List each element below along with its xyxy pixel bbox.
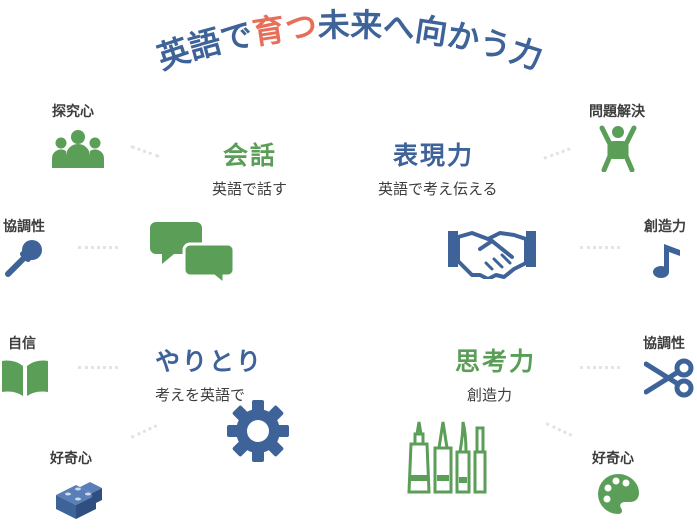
blocks-icon: [56, 482, 102, 519]
heading-thinking: 思考力: [455, 347, 537, 376]
speech-bubbles-icon: [150, 222, 236, 282]
title-part1: 英語で: [152, 15, 256, 77]
left-label-2: 協調性: [3, 219, 45, 235]
left-label-1: 探究心: [52, 104, 94, 120]
connector-dots: [78, 366, 118, 369]
connector-dots: [130, 424, 158, 439]
title-text: 英語で育つ未来へ向かう力: [152, 6, 547, 77]
open-book-icon: [2, 360, 48, 396]
paint-tools-icon: [407, 421, 487, 494]
connector-dots: [78, 246, 118, 249]
palette-icon: [598, 474, 639, 514]
connector-dots: [130, 144, 160, 159]
heading-exchange: やりとり: [155, 347, 264, 376]
left-label-4: 好奇心: [50, 451, 92, 467]
microphone-icon: [5, 240, 42, 277]
people-group-icon: [52, 130, 104, 168]
scissors-icon: [644, 358, 694, 398]
connector-dots: [580, 246, 620, 249]
music-note-icon: [653, 244, 680, 278]
right-label-2: 創造力: [644, 219, 686, 235]
handshake-icon: [448, 231, 536, 279]
sub-thinking: 創造力: [467, 386, 513, 404]
arched-title: 英語で育つ未来へ向かう力: [152, 6, 547, 77]
heading-expression: 表現力: [393, 141, 475, 170]
right-label-3: 協調性: [643, 336, 685, 352]
sub-exchange: 考えを英語で: [155, 386, 246, 404]
title-part2: 未来へ向かう力: [317, 6, 547, 77]
connector-dots: [580, 366, 620, 369]
sub-conversation: 英語で話す: [212, 180, 288, 198]
gear-icon: [227, 400, 289, 462]
sub-expression: 英語で考え伝える: [378, 180, 498, 198]
connector-dots: [543, 147, 571, 160]
right-label-4: 好奇心: [592, 451, 634, 467]
left-label-3: 自信: [8, 336, 36, 352]
heading-conversation: 会話: [223, 141, 278, 170]
cheering-person-icon: [599, 125, 637, 172]
title-highlight: 育つ: [250, 7, 319, 52]
right-label-1: 問題解決: [589, 104, 645, 120]
connector-dots: [545, 422, 573, 437]
